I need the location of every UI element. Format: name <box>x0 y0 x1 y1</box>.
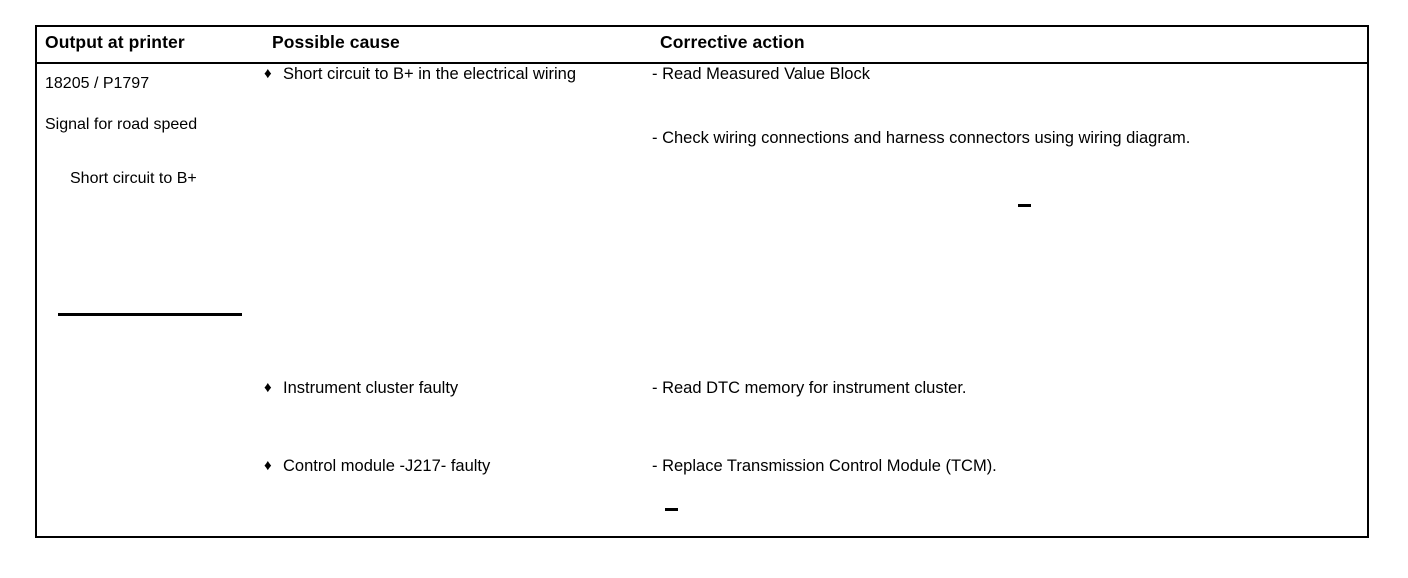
table-header-row: Output at printer Possible cause Correct… <box>36 26 1368 64</box>
cause-text: Instrument cluster faulty <box>283 378 459 397</box>
corrective-action-cell: - Read Measured Value Block - Check wiri… <box>652 63 1368 378</box>
action-item: - Read Measured Value Block <box>652 65 870 83</box>
table-body: 18205 / P1797 Signal for road speed Shor… <box>36 63 1368 537</box>
fault-title: Signal for road speed <box>45 116 198 134</box>
action-item: - Replace Transmission Control Module (T… <box>652 456 997 475</box>
possible-cause-cell: ♦ Control module -J217- faulty <box>264 456 652 537</box>
fault-code: 18205 / P1797 <box>45 75 150 92</box>
fault-description: 18205 / P1797 Signal for road speed Shor… <box>37 73 264 545</box>
scan-artifact-dash <box>665 508 678 511</box>
cause-item: ♦ Instrument cluster faulty <box>264 378 652 399</box>
cause-text: Short circuit to B+ in the electrical wi… <box>283 65 576 83</box>
corrective-action-cell: - Replace Transmission Control Module (T… <box>652 456 1368 537</box>
cause-item: ♦ Control module -J217- faulty <box>264 456 652 477</box>
table-row: 18205 / P1797 Signal for road speed Shor… <box>36 63 1368 378</box>
action-item: - Check wiring connections and harness c… <box>652 129 1191 148</box>
diamond-bullet-icon: ♦ <box>264 378 272 396</box>
column-header-output-at-printer: Output at printer <box>36 26 264 64</box>
diamond-bullet-icon: ♦ <box>264 65 272 82</box>
scan-artifact-dash <box>1018 204 1031 207</box>
table-row: ♦ Instrument cluster faulty - Read DTC m… <box>36 378 1368 456</box>
table-row: ♦ Control module -J217- faulty - Replace… <box>36 456 1368 537</box>
cause-text: Control module -J217- faulty <box>283 456 491 475</box>
dtc-troubleshooting-table: Output at printer Possible cause Correct… <box>35 25 1369 538</box>
action-item: - Read DTC memory for instrument cluster… <box>652 378 967 397</box>
column-header-corrective-action-label: Corrective action <box>660 32 805 52</box>
diamond-bullet-icon: ♦ <box>264 456 272 474</box>
column-header-output-at-printer-label: Output at printer <box>45 32 185 52</box>
corrective-action-cell: - Read DTC memory for instrument cluster… <box>652 378 1368 456</box>
fault-description-cell: 18205 / P1797 Signal for road speed Shor… <box>36 63 264 537</box>
fault-section-divider <box>58 313 242 316</box>
cause-item: ♦ Short circuit to B+ in the electrical … <box>264 64 652 85</box>
table-header: Output at printer Possible cause Correct… <box>36 26 1368 64</box>
column-header-corrective-action: Corrective action <box>652 26 1368 64</box>
possible-cause-cell: ♦ Short circuit to B+ in the electrical … <box>264 63 652 378</box>
fault-detail: Short circuit to B+ <box>70 170 197 188</box>
possible-cause-cell: ♦ Instrument cluster faulty <box>264 378 652 456</box>
column-header-possible-cause: Possible cause <box>264 26 652 64</box>
column-header-possible-cause-label: Possible cause <box>272 32 400 52</box>
